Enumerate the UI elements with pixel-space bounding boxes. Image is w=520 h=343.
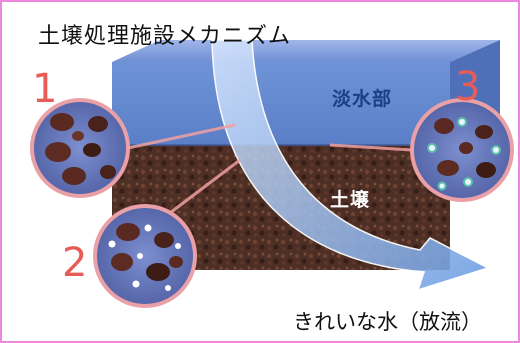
magnified-circle-3 — [410, 98, 514, 202]
discharge-caption: きれいな水（放流） — [293, 310, 482, 334]
callout-number-3: 3 — [455, 64, 481, 110]
magnified-circle-1 — [30, 98, 130, 198]
callout-number-1: 1 — [32, 66, 58, 112]
callout-number-2: 2 — [62, 240, 88, 286]
magnified-circle-2 — [93, 204, 197, 308]
freshwater-label: 淡水部 — [332, 88, 393, 110]
soil-label: 土壌 — [330, 189, 371, 211]
flow-arrow — [211, 39, 490, 292]
diagram-title: 土壌処理施設メカニズム — [38, 24, 292, 49]
